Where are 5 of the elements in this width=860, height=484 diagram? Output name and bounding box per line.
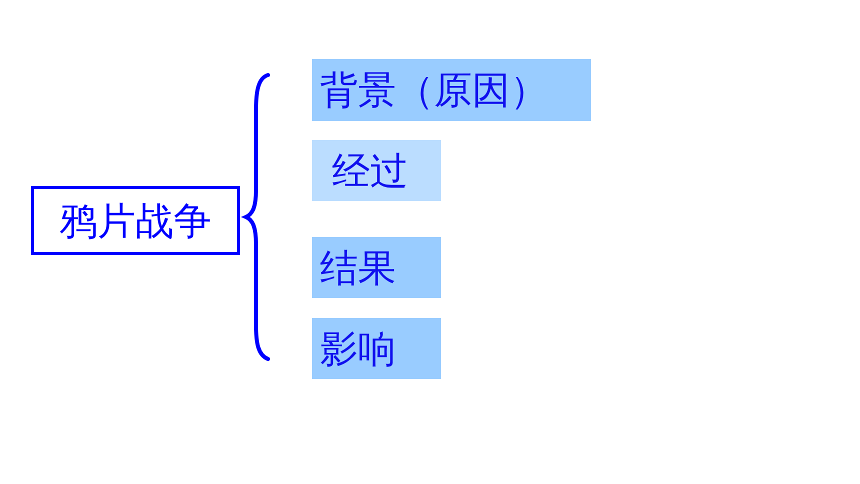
subtopic-box: 背景（原因） bbox=[312, 59, 591, 121]
subtopic-box: 结果 bbox=[312, 237, 441, 298]
topic-box: 鸦片战争 bbox=[31, 186, 240, 255]
subtopic-box: 影响 bbox=[312, 318, 441, 379]
subtopic-box: 经过 bbox=[312, 140, 441, 201]
